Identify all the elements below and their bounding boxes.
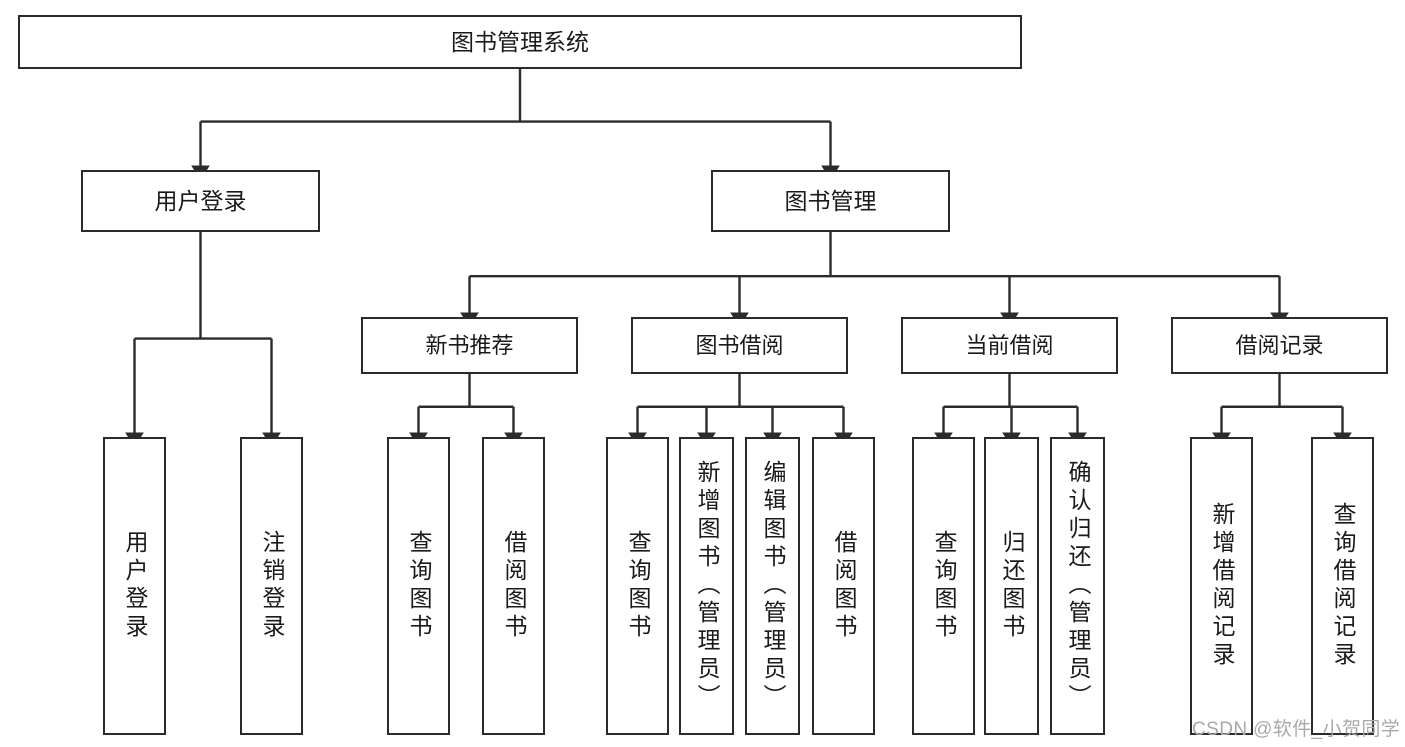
- node-leaf-add-book[interactable]: 新增图书（管理员）: [679, 437, 734, 735]
- node-label: 归还图书: [999, 530, 1025, 642]
- node-leaf-query-book-2[interactable]: 查询图书: [606, 437, 669, 735]
- node-label: 查询图书: [625, 530, 651, 642]
- node-leaf-query-book-1[interactable]: 查询图书: [387, 437, 450, 735]
- node-label: 查询借阅记录: [1330, 502, 1356, 670]
- node-label: 借阅记录: [1235, 332, 1324, 358]
- node-label: 图书借阅: [695, 332, 784, 358]
- node-label: 确认归还（管理员）: [1065, 460, 1091, 712]
- node-leaf-return-book[interactable]: 归还图书: [984, 437, 1039, 735]
- node-label: 用户登录: [122, 530, 148, 642]
- node-label: 注销登录: [259, 530, 285, 642]
- node-leaf-borrow-book-1[interactable]: 借阅图书: [482, 437, 545, 735]
- node-user-login[interactable]: 用户登录: [81, 170, 320, 232]
- node-leaf-edit-book[interactable]: 编辑图书（管理员）: [745, 437, 800, 735]
- node-label: 当前借阅: [965, 332, 1054, 358]
- node-leaf-add-record[interactable]: 新增借阅记录: [1190, 437, 1253, 735]
- node-leaf-borrow-book-2[interactable]: 借阅图书: [812, 437, 875, 735]
- node-label: 用户登录: [154, 187, 247, 214]
- node-label: 新增借阅记录: [1209, 502, 1235, 670]
- node-leaf-logout[interactable]: 注销登录: [240, 437, 303, 735]
- node-book-manage[interactable]: 图书管理: [711, 170, 950, 232]
- node-label: 查询图书: [931, 530, 957, 642]
- node-label: 借阅图书: [831, 530, 857, 642]
- node-borrow-record[interactable]: 借阅记录: [1171, 317, 1388, 374]
- node-new-book-rec[interactable]: 新书推荐: [361, 317, 578, 374]
- node-label: 查询图书: [406, 530, 432, 642]
- node-label: 新书推荐: [425, 332, 514, 358]
- node-root[interactable]: 图书管理系统: [18, 15, 1022, 69]
- node-label: 新增图书（管理员）: [694, 460, 720, 712]
- node-leaf-query-record[interactable]: 查询借阅记录: [1311, 437, 1374, 735]
- node-label: 图书管理: [784, 187, 877, 214]
- node-current-borrow[interactable]: 当前借阅: [901, 317, 1118, 374]
- node-label: 编辑图书（管理员）: [760, 460, 786, 712]
- node-book-borrow[interactable]: 图书借阅: [631, 317, 848, 374]
- node-leaf-query-book-3[interactable]: 查询图书: [912, 437, 975, 735]
- node-leaf-user-login[interactable]: 用户登录: [103, 437, 166, 735]
- node-label: 借阅图书: [501, 530, 527, 642]
- node-leaf-confirm-return[interactable]: 确认归还（管理员）: [1050, 437, 1105, 735]
- node-label: 图书管理系统: [451, 28, 589, 55]
